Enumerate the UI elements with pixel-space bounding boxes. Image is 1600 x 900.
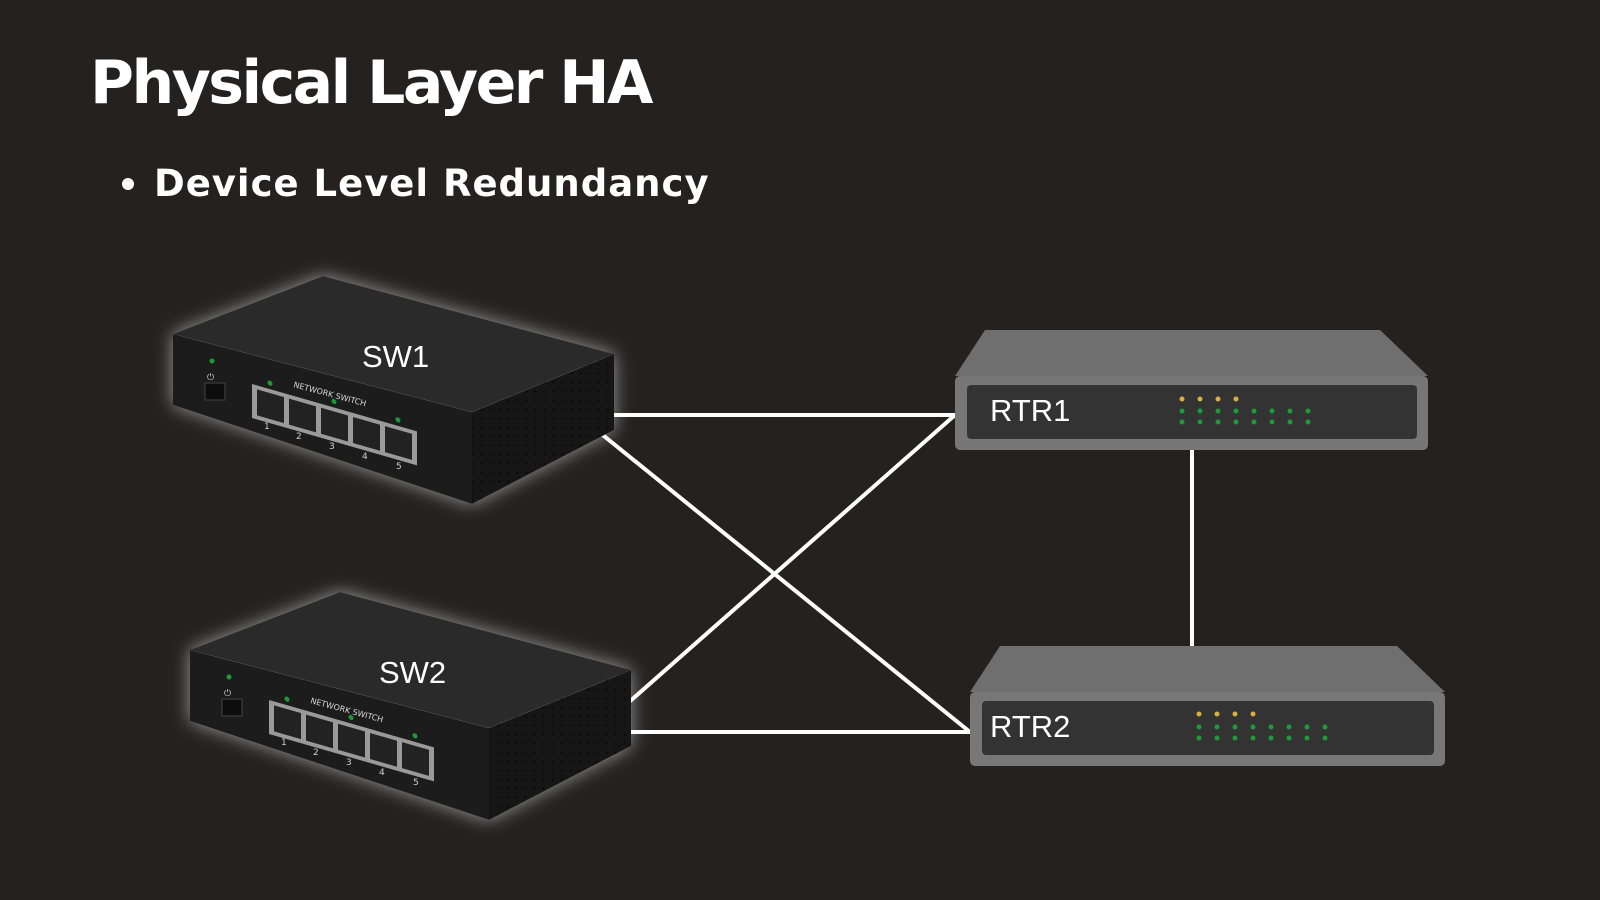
router-label-rtr2: RTR2 bbox=[990, 709, 1070, 744]
port-number: 3 bbox=[346, 758, 352, 768]
bullet-dot bbox=[122, 177, 134, 190]
router-rtr1: RTR1 bbox=[955, 330, 1428, 450]
switch-label-sw2: SW2 bbox=[379, 655, 446, 690]
status-leds bbox=[1196, 711, 1328, 741]
switch-sw1: ⏻ NETWORK SWITCH 1 2 3 4 5 SW1 bbox=[173, 276, 614, 504]
switch-sw2: ⏻ NETWORK SWITCH 1 2 3 4 5 SW2 bbox=[190, 592, 631, 820]
port-number: 3 bbox=[329, 442, 335, 452]
bullet-text: Device Level Redundancy bbox=[154, 162, 710, 205]
port-number: 1 bbox=[281, 738, 287, 748]
svg-text:⏻: ⏻ bbox=[207, 372, 214, 383]
links bbox=[576, 413, 1194, 734]
link-sw2-rtr1 bbox=[593, 413, 957, 734]
port-number: 2 bbox=[313, 748, 319, 758]
bullet-item: Device Level Redundancy bbox=[122, 162, 710, 205]
port-number: 5 bbox=[396, 462, 402, 472]
slide-title: Physical Layer HA bbox=[90, 48, 653, 118]
svg-text:⏻: ⏻ bbox=[224, 688, 231, 699]
status-leds bbox=[1179, 396, 1311, 425]
port-number: 4 bbox=[379, 768, 385, 778]
port-number: 4 bbox=[362, 452, 368, 462]
switch-label-sw1: SW1 bbox=[362, 339, 429, 374]
port-number: 1 bbox=[264, 422, 270, 432]
router-label-rtr1: RTR1 bbox=[990, 393, 1070, 428]
router-rtr2: RTR2 bbox=[970, 646, 1445, 766]
port-number: 5 bbox=[413, 778, 419, 788]
port-number: 2 bbox=[296, 432, 302, 442]
